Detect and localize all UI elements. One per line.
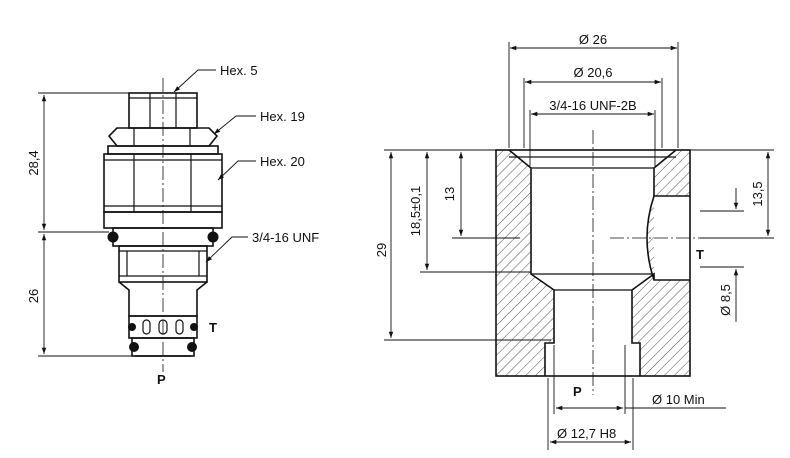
right-port-t: T xyxy=(696,247,704,262)
o-ring-right xyxy=(207,231,219,243)
dim-counterbore-dia: Ø 20,6 xyxy=(573,65,612,80)
callout-hex20: Hex. 20 xyxy=(260,154,305,169)
dim-outer-dia: Ø 26 xyxy=(579,32,607,47)
dim-depth-29: 29 xyxy=(374,243,389,257)
dim-depth-13-5: 13,5 xyxy=(750,181,765,206)
left-port-t: T xyxy=(209,320,217,335)
t-port-slot-3 xyxy=(175,319,184,335)
o-ring-left xyxy=(107,231,119,243)
dim-bore-h8: Ø 12,7 H8 xyxy=(557,426,616,441)
left-port-p: P xyxy=(157,372,166,387)
t-port-slot-1 xyxy=(142,319,151,335)
dim-depth-18-5: 18,5±0,1 xyxy=(408,186,423,237)
o-ring-bottom-left xyxy=(129,342,139,352)
thread-section xyxy=(118,245,208,283)
t-port-slot-2 xyxy=(158,319,168,335)
callout-thread: 3/4-16 UNF xyxy=(252,230,319,245)
right-port-p: P xyxy=(573,384,582,399)
cartridge-valve-view: 28,4 26 Hex. 5 Hex. 19 Hex. 20 3/4-16 UN… xyxy=(26,63,319,387)
dim-upper-height: 28,4 xyxy=(26,150,41,175)
cavity-section-view: Ø 26 Ø 20,6 3/4-16 UNF-2B 13 18,5±0,1 29… xyxy=(374,32,774,450)
dim-bore-min: Ø 10 Min xyxy=(652,392,705,407)
callout-hex5: Hex. 5 xyxy=(220,63,258,78)
cavity-right-wall-lower xyxy=(631,272,655,376)
o-ring-bottom-right xyxy=(187,342,197,352)
block-hatching xyxy=(496,150,690,376)
dim-port-dia: Ø 8,5 xyxy=(718,284,733,316)
dim-depth-13: 13 xyxy=(442,187,457,201)
callout-hex19: Hex. 19 xyxy=(260,109,305,124)
dim-lower-height: 26 xyxy=(26,289,41,303)
t-port-drill xyxy=(646,195,690,281)
dim-thread: 3/4-16 UNF-2B xyxy=(549,98,636,113)
